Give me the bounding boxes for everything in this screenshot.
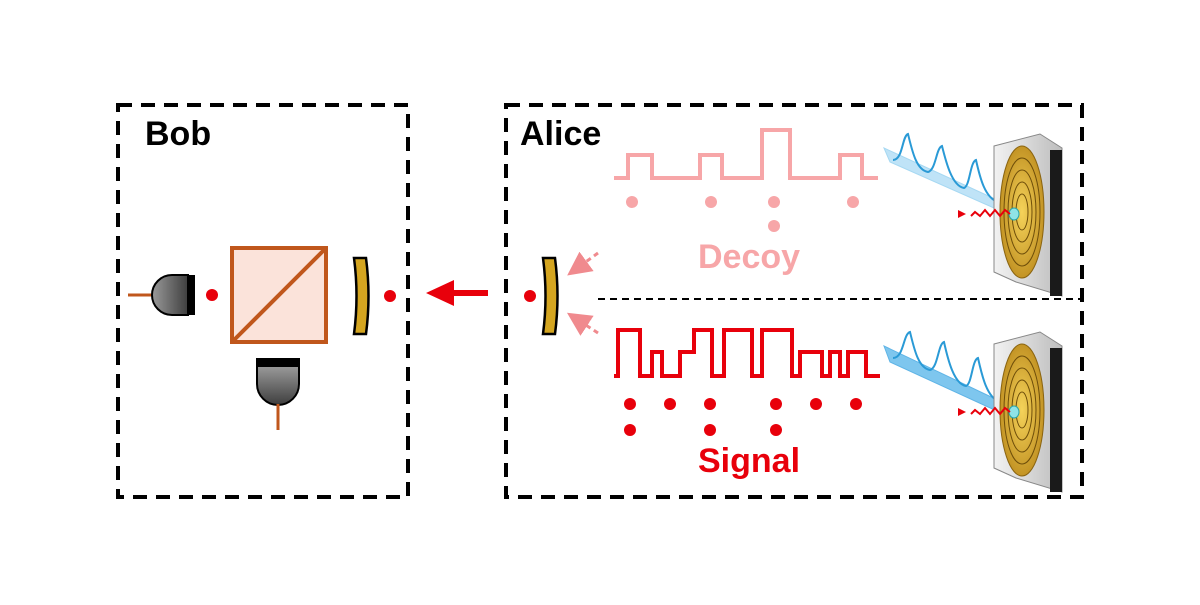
signal-pump-icon: [970, 406, 1011, 416]
beam-splitter-icon: [230, 246, 328, 344]
alice-label: Alice: [520, 115, 601, 153]
decoy-beam: [883, 147, 1014, 218]
bob-waveplate-icon: [352, 256, 370, 336]
signal-input-arrow: [566, 312, 599, 336]
decoy-source-icon: [993, 133, 1063, 297]
decoy-pulse-train: [614, 128, 878, 180]
bottom-detector-icon: [256, 358, 300, 430]
signal-pump-arrowhead: [958, 408, 966, 416]
signal-label: Signal: [698, 442, 800, 480]
left-detector-icon: [128, 274, 195, 316]
bob-label: Bob: [145, 115, 211, 153]
signal-photons: [624, 398, 862, 436]
bob-box: Bob: [116, 103, 410, 499]
decoy-label: Decoy: [698, 238, 800, 276]
decoy-photons: [626, 196, 859, 232]
alice-waveplate-icon: [541, 256, 559, 336]
signal-wave: [892, 330, 1001, 403]
decoy-input-arrow: [567, 251, 599, 276]
alice-box: Alice: [504, 103, 1084, 499]
decoy-wave: [892, 132, 999, 203]
photon-dot: [524, 290, 536, 302]
decoy-pump-arrowhead: [958, 210, 966, 218]
signal-pulse-train: [614, 328, 880, 378]
photon-dot: [384, 290, 396, 302]
arrow-left-icon: [426, 280, 488, 306]
signal-source-icon: [993, 331, 1063, 493]
photon-dot: [206, 289, 218, 301]
decoy-pump-icon: [970, 208, 1011, 218]
